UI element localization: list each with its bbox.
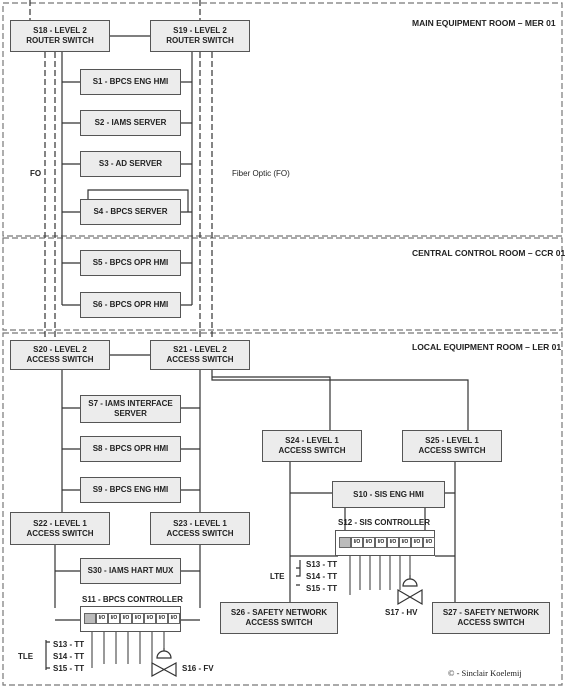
- s30-iams-hart-mux: S30 - IAMS HART MUX: [80, 558, 181, 584]
- io-module: I/O: [411, 537, 423, 548]
- s23-access-switch: S23 - LEVEL 1 ACCESS SWITCH: [150, 512, 250, 545]
- fo-label: FO: [30, 169, 42, 178]
- sis-tt-2: S14 - TT: [306, 572, 338, 581]
- tle-label: TLE: [18, 652, 34, 661]
- s2-iams-server: S2 - IAMS SERVER: [80, 110, 181, 136]
- bpcs-tt-2: S14 - TT: [53, 652, 85, 661]
- bpcs-tt-3: S15 - TT: [53, 664, 85, 673]
- bpcs-tt-1: S13 - TT: [53, 640, 85, 649]
- s17-valve-icon: [397, 575, 423, 606]
- s27-safety-network-switch: S27 - SAFETY NETWORK ACCESS SWITCH: [432, 602, 550, 634]
- sis-field-wires: [349, 556, 411, 595]
- s12-links: [344, 508, 426, 530]
- s4-bpcs-server: S4 - BPCS SERVER: [80, 199, 181, 225]
- sis-tt-1: S13 - TT: [306, 560, 338, 569]
- s10-sis-eng-hmi: S10 - SIS ENG HMI: [332, 481, 445, 508]
- s17-label: S17 - HV: [385, 608, 418, 617]
- s16-valve-icon: [151, 648, 177, 678]
- s5-bpcs-opr-hmi: S5 - BPCS OPR HMI: [80, 250, 181, 276]
- bpcs-trunks: [54, 545, 201, 608]
- io-module: [84, 613, 96, 624]
- s9-bpcs-eng-hmi: S9 - BPCS ENG HMI: [80, 477, 181, 503]
- zone-title-ccr: CENTRAL CONTROL ROOM – CCR 01: [412, 248, 565, 258]
- fiber-optic-label: Fiber Optic (FO): [232, 169, 290, 178]
- io-module: I/O: [156, 613, 168, 624]
- io-module: [339, 537, 351, 548]
- ler-trunks: [61, 370, 201, 512]
- s7-iams-interface-server: S7 - IAMS INTERFACE SERVER: [80, 395, 181, 423]
- io-module: I/O: [363, 537, 375, 548]
- fo-trunks: [44, 52, 213, 342]
- io-module: I/O: [375, 537, 387, 548]
- io-module: I/O: [108, 613, 120, 624]
- lte-label: LTE: [270, 572, 285, 581]
- io-module: I/O: [399, 537, 411, 548]
- io-module: I/O: [120, 613, 132, 624]
- level1-uplinks: [211, 370, 469, 430]
- io-module: I/O: [96, 613, 108, 624]
- s18-router-switch: S18 - LEVEL 2 ROUTER SWITCH: [10, 20, 110, 52]
- s22-access-switch: S22 - LEVEL 1 ACCESS SWITCH: [10, 512, 110, 545]
- io-module: I/O: [387, 537, 399, 548]
- bpcs-field-wires: [91, 630, 165, 668]
- fo-uplinks: [29, 0, 201, 20]
- ler-branches: [62, 407, 200, 491]
- s4-redundant-link: [87, 189, 189, 212]
- zone-border-mer: [2, 2, 563, 237]
- zone-title-mer: MAIN EQUIPMENT ROOM – MER 01: [412, 18, 556, 28]
- io-module: I/O: [168, 613, 180, 624]
- s12-label: S12 - SIS CONTROLLER: [338, 518, 431, 527]
- s1-bpcs-eng-hmi: S1 - BPCS ENG HMI: [80, 69, 181, 95]
- s3-ad-server: S3 - AD SERVER: [80, 151, 181, 177]
- io-module: I/O: [351, 537, 363, 548]
- io-module: I/O: [144, 613, 156, 624]
- zone-border-ccr: [2, 237, 563, 331]
- s21-access-switch: S21 - LEVEL 2 ACCESS SWITCH: [150, 340, 250, 370]
- copyright-note: © - Sinclair Koelemij: [448, 668, 522, 678]
- zone-border-ler: [2, 332, 563, 686]
- zone-title-ler: LOCAL EQUIPMENT ROOM – LER 01: [412, 342, 562, 352]
- s20-access-switch: S20 - LEVEL 2 ACCESS SWITCH: [10, 340, 110, 370]
- lte-bracket: [296, 560, 301, 586]
- s16-label: S16 - FV: [182, 664, 214, 673]
- s26-safety-network-switch: S26 - SAFETY NETWORK ACCESS SWITCH: [220, 602, 338, 634]
- io-module: I/O: [423, 537, 435, 548]
- s6-bpcs-opr-hmi: S6 - BPCS OPR HMI: [80, 292, 181, 318]
- s25-access-switch: S25 - LEVEL 1 ACCESS SWITCH: [402, 430, 502, 462]
- sis-tt-3: S15 - TT: [306, 584, 338, 593]
- server-branches: [62, 81, 192, 306]
- s11-label: S11 - BPCS CONTROLLER: [82, 595, 183, 604]
- io-module: I/O: [132, 613, 144, 624]
- s8-bpcs-opr-hmi: S8 - BPCS OPR HMI: [80, 436, 181, 462]
- tle-bracket: [45, 640, 50, 670]
- s24-access-switch: S24 - LEVEL 1 ACCESS SWITCH: [262, 430, 362, 462]
- sis-trunks: [289, 462, 456, 604]
- s19-router-switch: S19 - LEVEL 2 ROUTER SWITCH: [150, 20, 250, 52]
